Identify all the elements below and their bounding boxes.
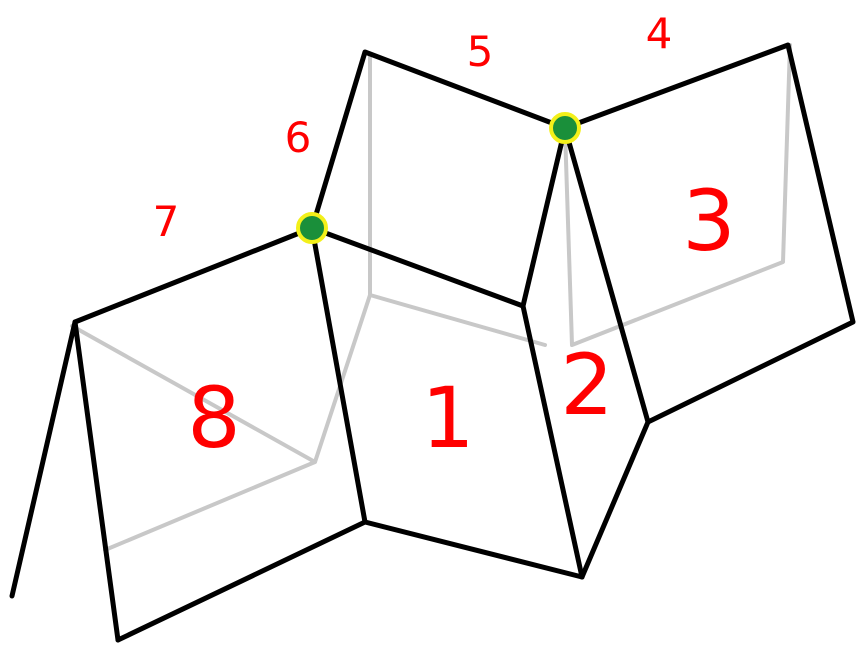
vertex-dot-right xyxy=(549,112,581,144)
edge-left-bottom xyxy=(115,519,368,643)
edge-left-peak xyxy=(9,319,121,643)
face-label-2: 2 xyxy=(560,336,613,434)
edge-fold-3 xyxy=(562,125,651,425)
edge-right-top xyxy=(562,42,856,425)
face-label-1: 1 xyxy=(421,369,474,467)
face-labels: 8 1 2 3 xyxy=(187,172,735,467)
edge-fold-2 xyxy=(520,303,585,580)
visible-edges xyxy=(9,42,856,643)
vertex-dot-left xyxy=(296,212,328,244)
edge-labels: 4 5 6 7 xyxy=(153,9,673,246)
hidden-edge-back-fold xyxy=(313,293,372,464)
hidden-edges xyxy=(70,43,792,552)
face-label-3: 3 xyxy=(682,172,735,270)
edge-fold-1 xyxy=(309,225,368,525)
vertices xyxy=(296,112,581,244)
edge-label-6: 6 xyxy=(285,113,312,162)
edge-label-4: 4 xyxy=(646,9,673,58)
edge-right-bottom xyxy=(579,419,651,580)
edge-panel-1-top xyxy=(309,225,526,309)
hidden-edge-center-back xyxy=(368,53,547,347)
edge-center-peak xyxy=(309,49,568,309)
face-label-8: 8 xyxy=(187,369,240,467)
edge-label-7: 7 xyxy=(153,197,180,246)
hidden-edge-right-panel xyxy=(563,43,792,347)
edge-panel-1-bottom xyxy=(362,519,585,580)
edge-left-top xyxy=(72,225,315,325)
edge-label-5: 5 xyxy=(467,27,494,76)
